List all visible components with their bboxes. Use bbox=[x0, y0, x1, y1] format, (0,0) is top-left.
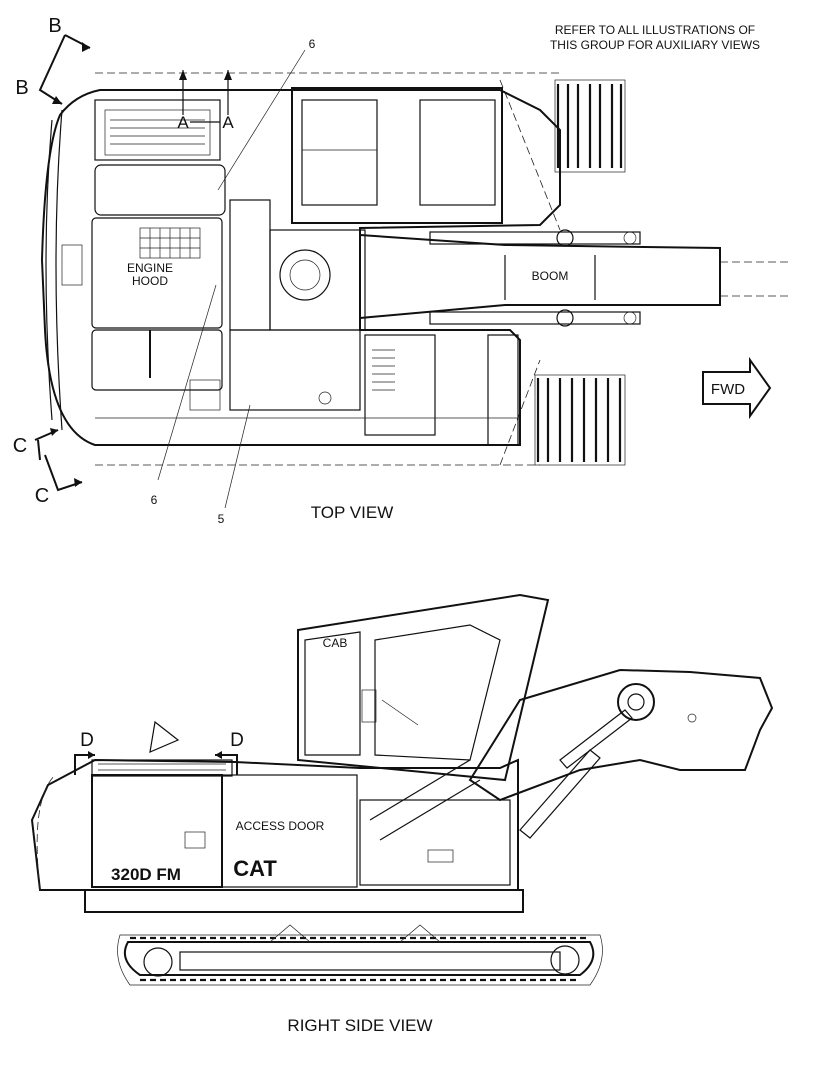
engine-hood bbox=[91, 217, 223, 329]
boom-top bbox=[359, 233, 721, 320]
top-view-caption: TOP VIEW bbox=[311, 503, 394, 522]
side-view-drawing: CAB ACCESS DOOR 320D FM CAT bbox=[30, 593, 774, 986]
section-d-right: D bbox=[230, 730, 244, 751]
section-d-left: D bbox=[80, 730, 94, 751]
section-b-side: B bbox=[15, 77, 28, 99]
track-top bbox=[554, 79, 626, 173]
hood-vent-side bbox=[98, 763, 226, 771]
boom-label: BOOM bbox=[532, 269, 569, 283]
top-view-drawing: ENGINE HOOD BOOM bbox=[40, 72, 790, 466]
cat-logo: CAT bbox=[233, 856, 277, 881]
hood-vent-grid bbox=[139, 227, 201, 259]
section-a-left: A bbox=[177, 113, 189, 132]
note-line-2: THIS GROUP FOR AUXILIARY VIEWS bbox=[550, 38, 760, 52]
engine-hood-label-line2: HOOD bbox=[132, 274, 168, 288]
boom-side bbox=[468, 668, 774, 802]
cab-side bbox=[297, 593, 550, 782]
fwd-label: FWD bbox=[711, 381, 745, 398]
section-d-marker: D D bbox=[74, 720, 244, 775]
section-b-top: B bbox=[48, 15, 61, 37]
cab-label: CAB bbox=[323, 636, 348, 650]
step-grille bbox=[372, 349, 395, 391]
section-a-right: A bbox=[222, 113, 234, 132]
engine-hood-label-line1: ENGINE bbox=[127, 261, 173, 275]
section-b-marker: B B bbox=[15, 15, 91, 105]
track-links bbox=[130, 936, 590, 982]
section-c-side: C bbox=[13, 435, 27, 457]
section-c-bottom: C bbox=[35, 485, 49, 507]
svg-text:6: 6 bbox=[309, 37, 316, 51]
undercarriage bbox=[124, 941, 595, 976]
radiator-grille bbox=[110, 119, 205, 145]
callout-6-bottom: 6 bbox=[151, 284, 217, 507]
track-bottom bbox=[534, 374, 626, 466]
section-c-marker: C C bbox=[13, 428, 83, 507]
access-door-label: ACCESS DOOR bbox=[236, 819, 325, 833]
callout-5: 5 bbox=[218, 404, 251, 526]
side-view-caption: RIGHT SIDE VIEW bbox=[287, 1016, 432, 1035]
svg-text:5: 5 bbox=[218, 512, 225, 526]
section-a-marker: A A bbox=[177, 70, 234, 132]
access-door bbox=[221, 774, 358, 888]
model-decal: 320D FM bbox=[111, 865, 181, 884]
svg-text:6: 6 bbox=[151, 493, 158, 507]
note-line-1: REFER TO ALL ILLUSTRATIONS OF bbox=[555, 23, 755, 37]
forward-arrow: FWD bbox=[702, 356, 772, 420]
cab-top bbox=[291, 87, 503, 224]
callout-6-top: 6 bbox=[217, 37, 316, 191]
